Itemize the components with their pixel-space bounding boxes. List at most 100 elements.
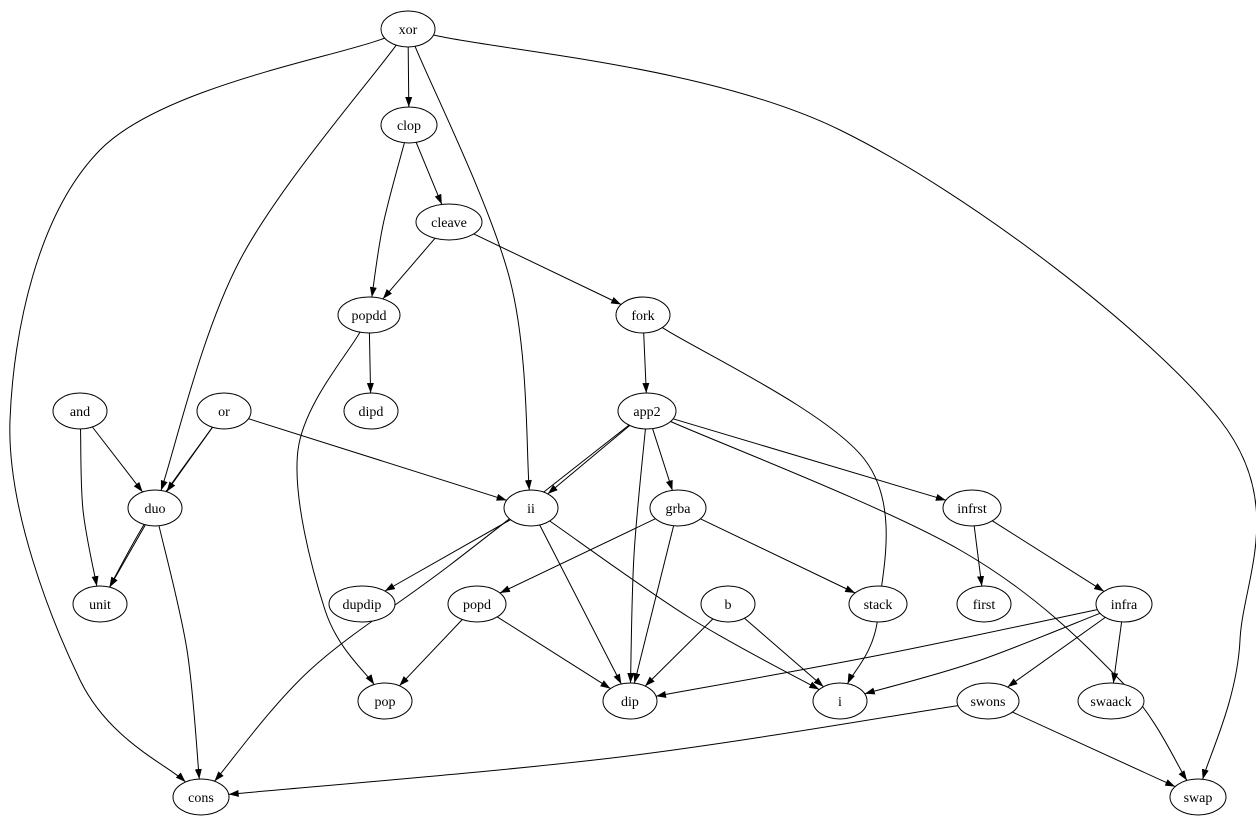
graph-edge-swons-cons: [228, 705, 959, 797]
node-ellipse-unit: [72, 585, 128, 623]
graph-edge-and-duo: [92, 426, 143, 493]
graph-edge-grba-dip: [633, 525, 675, 684]
node-ellipse-infra: [1095, 585, 1153, 623]
node-ellipse-first: [956, 585, 1012, 623]
node-label-b: b: [725, 598, 732, 613]
node-ellipse-and: [52, 392, 108, 430]
node-ellipse-app2: [617, 392, 677, 430]
graph-node-cleave: cleave: [415, 203, 483, 241]
graph-node-unit: unit: [72, 585, 128, 623]
graph-edge-xor-cons: [9, 37, 385, 783]
graph-edge-ii-dupdip: [384, 519, 511, 592]
node-label-infra: infra: [1111, 598, 1138, 613]
node-ellipse-dupdip: [328, 585, 396, 623]
node-ellipse-dip: [602, 682, 658, 720]
graph-node-infra: infra: [1095, 585, 1153, 623]
graph-node-cons: cons: [172, 778, 230, 816]
graph-edge-popdd-dipd: [366, 332, 374, 394]
node-label-popdd: popdd: [352, 309, 387, 324]
graph-node-dipd: dipd: [343, 392, 399, 430]
node-label-stack: stack: [864, 598, 893, 613]
graph-edge-clop-cleave: [415, 142, 443, 205]
graph-node-dupdip: dupdip: [328, 585, 396, 623]
graph-edge-ii-dip: [539, 524, 622, 685]
node-label-dupdip: dupdip: [343, 598, 382, 613]
node-ellipse-cons: [172, 778, 230, 816]
graph-node-and: and: [52, 392, 108, 430]
graph-edge-infra-swaack: [1111, 621, 1123, 684]
node-label-unit: unit: [89, 598, 111, 613]
graph-node-pop: pop: [357, 682, 413, 720]
graph-edge-xor-clop: [405, 46, 413, 108]
graph-node-first: first: [956, 585, 1012, 623]
node-ellipse-popdd: [337, 296, 401, 334]
graph-edge-app2-swap: [670, 421, 1188, 781]
node-ellipse-clop: [380, 106, 438, 144]
node-label-clop: clop: [397, 119, 421, 134]
graph-edge-ii-i: [549, 520, 820, 690]
graph-node-ii: ii: [503, 489, 559, 527]
graph-node-popdd: popdd: [337, 296, 401, 334]
node-label-swaack: swaack: [1090, 695, 1131, 710]
graph-edge-app2-ii: [547, 425, 631, 495]
graph-edge-infrst-first: [973, 525, 985, 587]
node-ellipse-popd: [447, 585, 507, 623]
graph-edge-duo-unit: [109, 524, 146, 588]
node-label-ii: ii: [527, 502, 535, 517]
graph-edge-app2-infrst: [672, 418, 947, 501]
graph-node-app2: app2: [617, 392, 677, 430]
node-ellipse-dipd: [343, 392, 399, 430]
graph-edge-cleave-fork: [473, 233, 622, 305]
graph-edge-xor-ii: [414, 46, 532, 491]
graph-node-xor: xor: [380, 10, 436, 48]
graph-edge-infra-swons: [1007, 616, 1106, 688]
graph-node-i: i: [812, 682, 868, 720]
node-label-cleave: cleave: [431, 216, 467, 231]
graph-edge-popdd-pop: [296, 331, 375, 685]
node-label-popd: popd: [463, 598, 491, 613]
node-label-pop: pop: [375, 695, 396, 710]
node-label-and: and: [70, 405, 90, 420]
graph-edge-and-unit: [80, 428, 99, 587]
node-label-or: or: [218, 405, 230, 420]
node-label-swap: swap: [1184, 791, 1213, 806]
graph-edge-clop-popdd: [369, 142, 405, 298]
node-ellipse-or: [196, 392, 252, 430]
graph-node-b: b: [700, 585, 756, 623]
node-label-duo: duo: [145, 502, 166, 517]
node-label-first: first: [973, 598, 996, 613]
graph-edge-b-i: [744, 617, 824, 688]
graph-edge-fork-app2: [642, 332, 650, 394]
node-ellipse-swaack: [1077, 682, 1145, 720]
graph-edge-infrst-infra: [992, 520, 1105, 592]
graph-node-duo: duo: [127, 489, 183, 527]
graph-edge-xor-duo: [160, 44, 397, 491]
node-ellipse-duo: [127, 489, 183, 527]
graph-node-dip: dip: [602, 682, 658, 720]
graph-edge-popd-dip: [497, 616, 611, 690]
graph-edge-infra-dip: [655, 609, 1098, 698]
graph-node-swons: swons: [956, 682, 1020, 720]
node-ellipse-xor: [380, 10, 436, 48]
graph-edge-b-dip: [644, 618, 714, 687]
graph-edge-popd-pop: [399, 619, 463, 687]
graph-node-stack: stack: [848, 585, 908, 623]
graph-node-fork: fork: [615, 296, 671, 334]
graph-node-grba: grba: [649, 489, 707, 527]
node-ellipse-stack: [848, 585, 908, 623]
graph-edge-or-ii: [248, 418, 507, 501]
graph-node-swaack: swaack: [1077, 682, 1145, 720]
node-label-infrst: infrst: [957, 502, 987, 517]
graph-edge-xor-swap: [433, 34, 1256, 780]
node-label-xor: xor: [399, 23, 418, 38]
graph-edge-app2-grba: [652, 428, 673, 491]
graph-node-infrst: infrst: [942, 489, 1002, 527]
node-ellipse-infrst: [942, 489, 1002, 527]
graph-node-swap: swap: [1169, 778, 1227, 816]
graph-edge-swons-swap: [1012, 711, 1176, 788]
graph-edge-duo-cons: [158, 525, 202, 780]
graph-edge-grba-stack: [700, 518, 856, 594]
